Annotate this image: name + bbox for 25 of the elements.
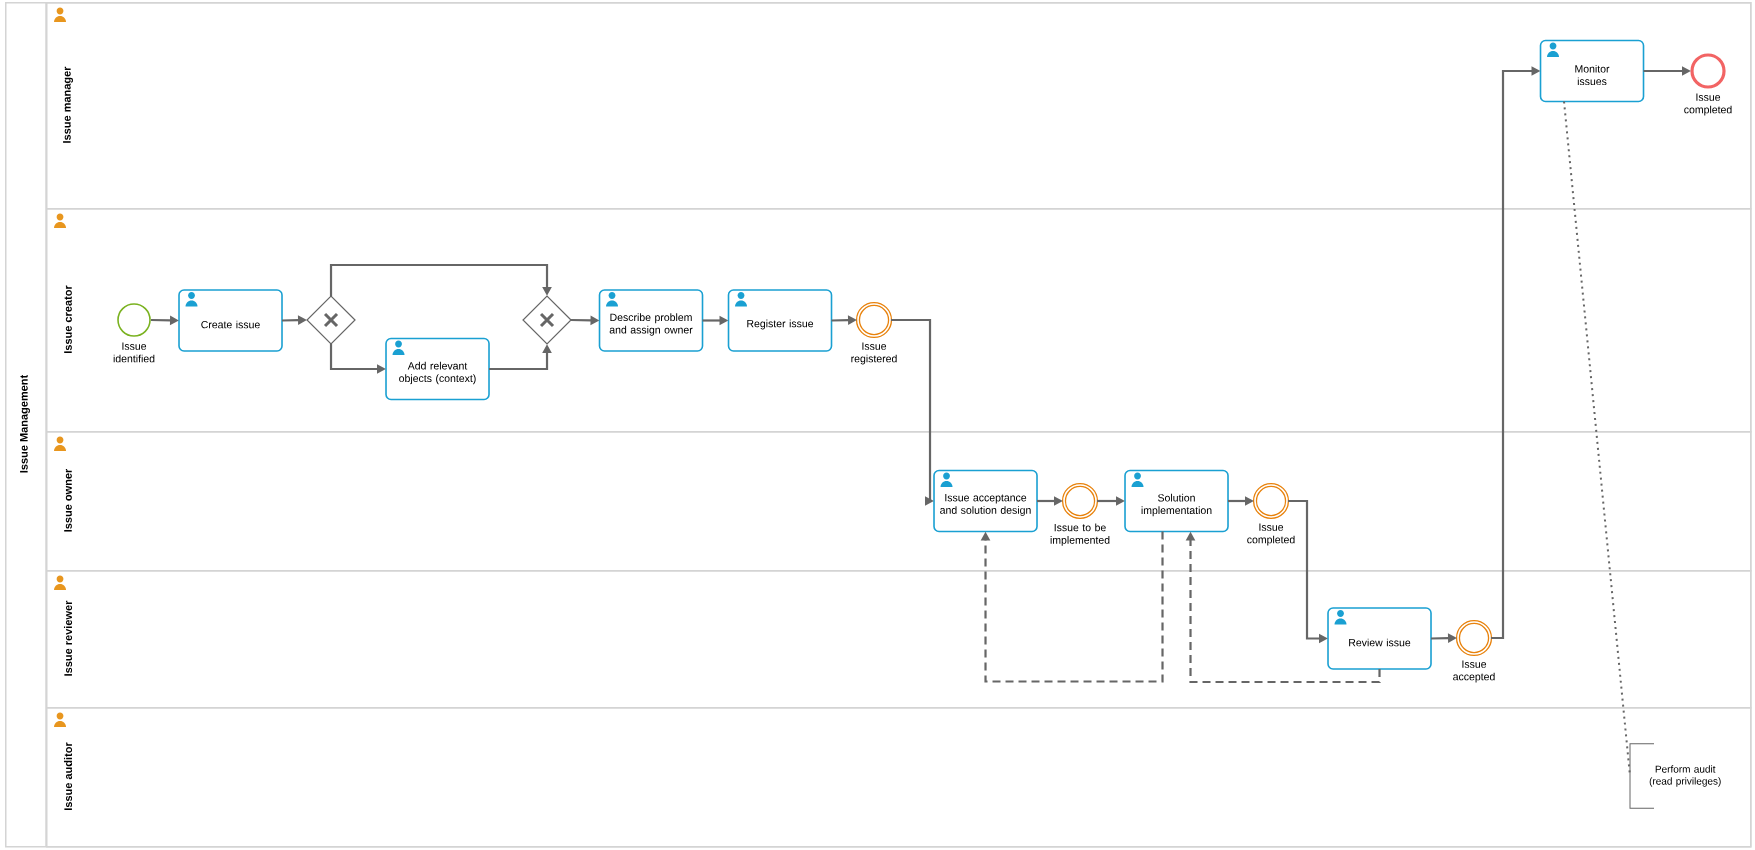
lane-label: Issue creator	[64, 285, 72, 353]
task-box: Monitor issues	[1539, 39, 1645, 103]
arrow	[329, 263, 552, 296]
gateway-diamond	[522, 295, 572, 345]
task-box: Register issue	[727, 289, 833, 352]
lane-label: Issue manager	[63, 66, 73, 143]
event-label: Issue identified	[113, 342, 155, 363]
lane-label: Issue owner	[64, 468, 72, 532]
task-box: Create issue	[178, 289, 283, 352]
annotation: Perform audit (read privileges)	[1629, 743, 1721, 809]
task-box: Solution implementation	[1124, 469, 1229, 533]
event-label: Issue registered	[851, 342, 897, 365]
lane-label: Issue reviewer	[64, 600, 73, 676]
lane-label: Issue auditor	[64, 742, 73, 810]
task-box: Add relevant objects (context)	[385, 337, 490, 401]
task-box: Issue acceptance and solution design	[933, 469, 1038, 533]
event-label: Issue completed	[1684, 93, 1732, 116]
arrow	[980, 531, 1164, 683]
event-label: Issue accepted	[1453, 660, 1495, 683]
pool-label: Issue Management	[20, 374, 30, 473]
event-label: Issue to be implemented	[1050, 523, 1110, 546]
task-box: Describe problem and assign owner	[598, 289, 704, 352]
event-label: Issue completed	[1247, 523, 1295, 546]
gateway-diamond	[306, 295, 356, 345]
task-box: Review issue	[1327, 607, 1432, 670]
